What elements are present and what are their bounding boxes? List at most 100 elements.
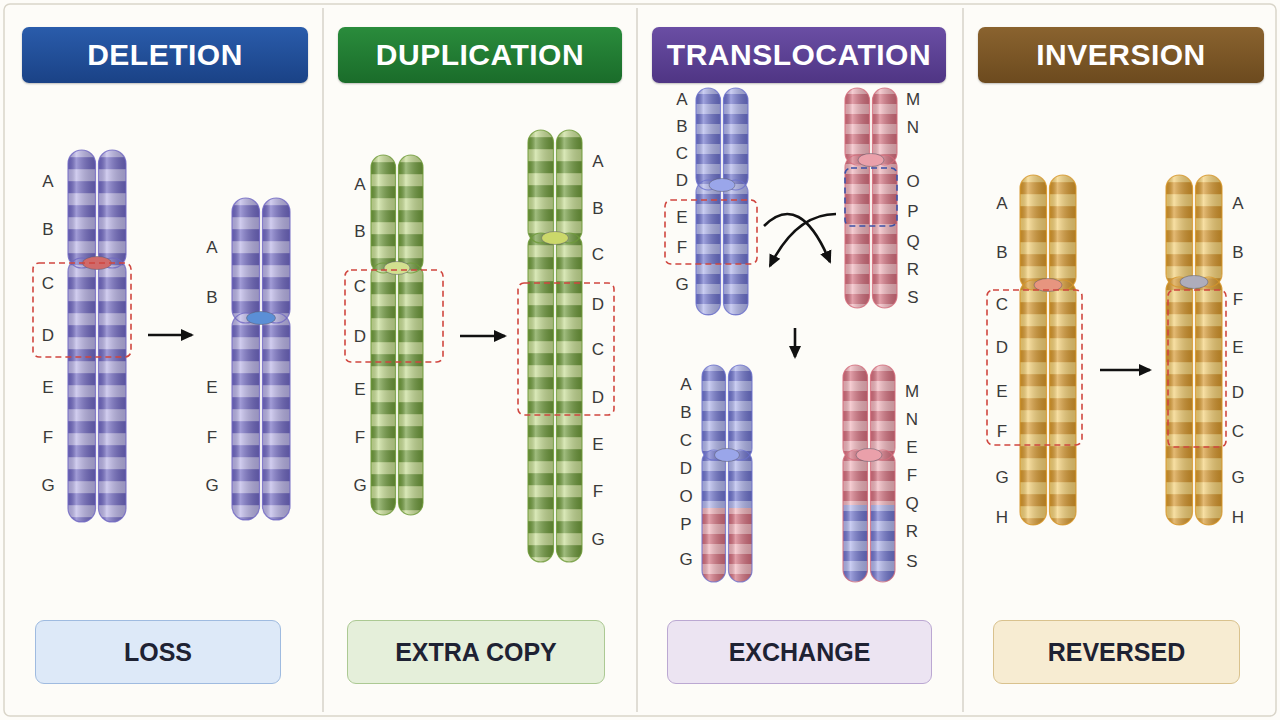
gene-letter: B — [996, 243, 1007, 263]
chromatid-shading — [1166, 175, 1193, 525]
chromatid-shading — [1196, 175, 1223, 525]
gene-letter: E — [42, 378, 53, 398]
chromatid-outline — [845, 155, 870, 308]
chromatid-shading — [871, 365, 896, 582]
chromosome — [232, 198, 290, 520]
frame — [4, 4, 1276, 716]
gene-letter: B — [676, 117, 687, 137]
gene-letter: O — [906, 172, 919, 192]
highlight-box — [518, 283, 614, 415]
band-group — [232, 198, 290, 520]
chromatid-outline — [99, 258, 127, 522]
centromere — [856, 449, 882, 462]
chromosome-fill — [68, 150, 126, 522]
gene-letter: A — [996, 194, 1007, 214]
chromatid-outline — [263, 198, 291, 323]
header-text: INVERSION — [1036, 38, 1206, 72]
gene-letter: N — [907, 118, 919, 138]
gene-letter: C — [1232, 422, 1244, 442]
chromatid-shading — [263, 198, 291, 520]
panel-divider — [962, 8, 964, 712]
band-group — [1166, 175, 1222, 525]
chromosome — [68, 150, 126, 522]
centromere — [715, 449, 740, 462]
gene-letter: D — [42, 326, 54, 346]
chromatid-outline — [557, 130, 583, 243]
panel-divider — [636, 8, 638, 712]
mutation-arrow — [794, 328, 797, 357]
chromatid-shading — [232, 198, 260, 520]
gene-letter: S — [907, 288, 918, 308]
centromere — [709, 179, 735, 192]
highlight-box — [33, 263, 131, 357]
chromatid-outline — [873, 155, 898, 308]
gene-letter: F — [677, 238, 687, 258]
chromatid-outline — [724, 88, 749, 190]
highlight-box — [845, 168, 897, 226]
chromatid-outline — [371, 263, 396, 515]
chromatid-outline — [263, 313, 291, 520]
gene-letter: H — [1232, 508, 1244, 528]
mutation-arrow — [1100, 369, 1150, 372]
chromatid-outline — [99, 150, 127, 268]
chromosome-fill — [845, 88, 897, 308]
band-group — [843, 365, 895, 582]
gene-letter: A — [1232, 194, 1243, 214]
summary-box: EXCHANGE — [667, 620, 932, 684]
chromatid-outline — [1050, 280, 1077, 525]
summary-box: EXTRA COPY — [347, 620, 605, 684]
chromatid-shading — [1050, 175, 1077, 525]
chromosome — [843, 365, 895, 582]
gene-letter: C — [592, 340, 604, 360]
chromatid-outline — [696, 88, 721, 190]
gene-letter: O — [679, 487, 692, 507]
gene-letter: C — [996, 295, 1008, 315]
gene-letter: M — [906, 90, 920, 110]
gene-letter: E — [1232, 338, 1243, 358]
chromatid-shading — [99, 150, 127, 522]
gene-letter: B — [354, 222, 365, 242]
band-group — [371, 155, 423, 515]
chromatid-outline — [702, 365, 726, 460]
mutation-header: DELETION — [22, 27, 308, 83]
gene-letter: F — [997, 422, 1007, 442]
gene-letter: Q — [906, 232, 919, 252]
chromatid-outline — [371, 155, 396, 273]
gene-letter: E — [906, 438, 917, 458]
header-text: DELETION — [87, 38, 243, 72]
band-group — [696, 88, 748, 315]
gene-letter: Q — [905, 494, 918, 514]
centromere — [858, 154, 884, 167]
gene-letter: G — [1231, 468, 1244, 488]
chromatid-shading — [724, 88, 749, 315]
centromere — [83, 257, 112, 270]
chromatid-outline — [871, 365, 896, 460]
header-text: TRANSLOCATION — [667, 38, 931, 72]
summary-text: REVERSED — [1048, 638, 1186, 667]
gene-letter: E — [206, 378, 217, 398]
chromatid-shading — [729, 365, 753, 582]
mutation-header: INVERSION — [978, 27, 1264, 83]
band-group — [68, 150, 126, 522]
gene-letter: H — [996, 508, 1008, 528]
chromatid-shading — [399, 155, 424, 515]
band-group — [845, 88, 897, 308]
mutation-header: DUPLICATION — [338, 27, 622, 83]
chromatid-outline — [1166, 277, 1193, 525]
summary-box: REVERSED — [993, 620, 1240, 684]
chromatid-shading — [873, 88, 898, 308]
header-text: DUPLICATION — [376, 38, 584, 72]
chromatid-shading — [843, 365, 868, 582]
chromatid-outline — [843, 365, 868, 460]
chromatid-outline — [1196, 175, 1223, 287]
mutation-header: TRANSLOCATION — [652, 27, 946, 83]
gene-letter: P — [680, 515, 691, 535]
gene-letter: A — [206, 238, 217, 258]
chromatid-outline — [68, 150, 96, 268]
gene-letter: G — [205, 476, 218, 496]
chromosome-fill — [371, 155, 423, 515]
chromatid-outline — [68, 258, 96, 522]
centromere — [1180, 276, 1208, 289]
gene-letter: F — [593, 482, 603, 502]
mutation-arrow — [460, 335, 505, 338]
